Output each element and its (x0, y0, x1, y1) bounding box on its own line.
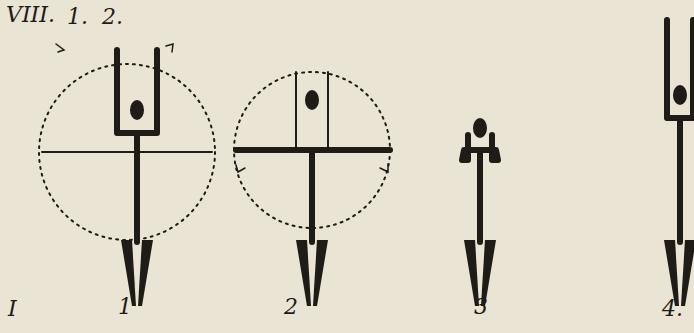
leg (664, 240, 679, 306)
head (473, 118, 487, 138)
figure-number: 1 (118, 296, 132, 318)
torso (677, 118, 683, 242)
torso (477, 150, 483, 242)
motion-arrow (166, 44, 173, 52)
head (673, 85, 687, 105)
motion-arrow (380, 164, 388, 172)
motion-arrow (236, 165, 245, 172)
head (130, 100, 144, 120)
arm-line (295, 72, 297, 150)
leg (138, 240, 153, 306)
leg (296, 240, 311, 306)
arms-up (667, 20, 693, 118)
head (305, 90, 319, 110)
motion-circle (39, 64, 215, 240)
leg (313, 240, 328, 306)
arm-line (327, 72, 329, 150)
figure-number: 2 (284, 296, 298, 318)
torso (309, 150, 315, 242)
torso (134, 133, 140, 242)
motion-arrow (56, 44, 64, 52)
figure-number: 3 (474, 296, 488, 318)
figure-number: 4. (662, 298, 683, 320)
figure-number: I (8, 298, 17, 320)
leg (681, 240, 694, 306)
count-label: 1. (67, 6, 88, 28)
arm-line (42, 151, 212, 153)
exercise-number: VIII. (6, 4, 55, 26)
arms-up (117, 50, 157, 133)
count-label: 2. (102, 6, 123, 28)
